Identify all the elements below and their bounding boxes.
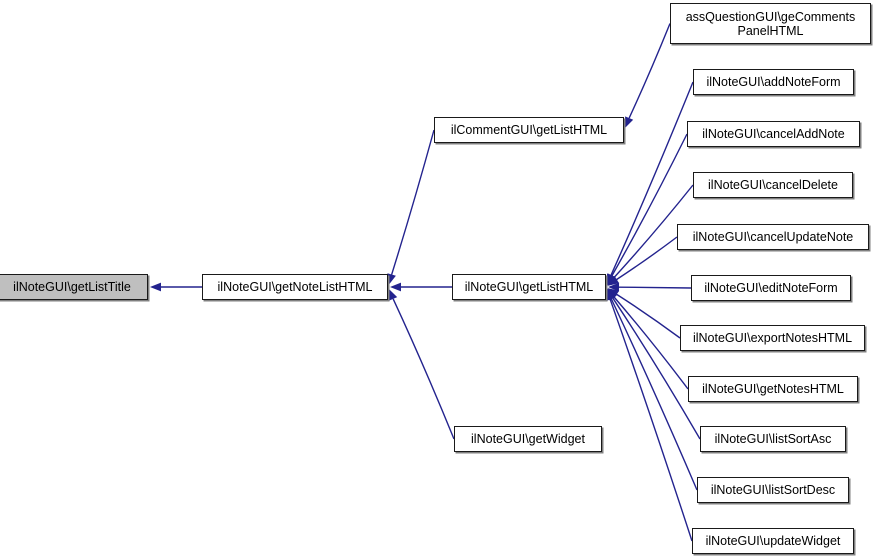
graph-edge-getNoteListHTML-to-getListTitle (150, 282, 202, 292)
graph-edge-getWidget-to-getNoteListHTML (388, 288, 455, 440)
graph-edge-geCommentsPanelHTML-to-commentGetListHTML (624, 23, 671, 129)
graph-node-getNotesHTML[interactable]: ilNoteGUI\getNotesHTML (688, 376, 858, 402)
graph-node-updateWidget[interactable]: ilNoteGUI\updateWidget (692, 528, 854, 554)
graph-node-label: ilNoteGUI\editNoteForm (704, 281, 838, 295)
graph-edge-exportNotesHTML-to-getListHTML (607, 288, 681, 339)
graph-node-label: ilNoteGUI\getNotesHTML (702, 382, 844, 396)
graph-edge-commentGetListHTML-to-getNoteListHTML (387, 129, 435, 286)
graph-node-label: ilNoteGUI\cancelDelete (708, 178, 838, 192)
graph-node-label: ilNoteGUI\listSortDesc (710, 483, 836, 497)
graph-node-cancelDelete[interactable]: ilNoteGUI\cancelDelete (693, 172, 853, 198)
graph-node-addNoteForm[interactable]: ilNoteGUI\addNoteForm (693, 69, 854, 95)
graph-edge-getListHTML-to-getNoteListHTML (390, 282, 452, 292)
graph-node-label: ilNoteGUI\getNoteListHTML (217, 280, 373, 294)
graph-node-cancelUpdateNote[interactable]: ilNoteGUI\cancelUpdateNote (677, 224, 869, 250)
graph-node-editNoteForm[interactable]: ilNoteGUI\editNoteForm (691, 275, 851, 301)
graph-node-exportNotesHTML[interactable]: ilNoteGUI\exportNotesHTML (680, 325, 865, 351)
graph-node-label: ilNoteGUI\cancelAddNote (702, 127, 845, 141)
graph-node-listSortDesc[interactable]: ilNoteGUI\listSortDesc (697, 477, 849, 503)
graph-node-geCommentsPanelHTML[interactable]: assQuestionGUI\geComments PanelHTML (670, 3, 871, 44)
graph-edge-listSortAsc-to-getListHTML (607, 288, 701, 440)
graph-node-label: ilNoteGUI\getListTitle (13, 280, 131, 294)
graph-node-label: ilNoteGUI\updateWidget (705, 534, 841, 548)
graph-edge-addNoteForm-to-getListHTML (606, 81, 694, 286)
graph-node-label: ilNoteGUI\getWidget (471, 432, 585, 446)
graph-node-getWidget[interactable]: ilNoteGUI\getWidget (454, 426, 602, 452)
graph-node-commentGetListHTML[interactable]: ilCommentGUI\getListHTML (434, 117, 624, 143)
graph-node-label: ilNoteGUI\cancelUpdateNote (692, 230, 854, 244)
graph-edge-cancelAddNote-to-getListHTML (606, 133, 688, 286)
graph-node-label: ilNoteGUI\getListHTML (464, 280, 594, 294)
graph-edge-editNoteForm-to-getListHTML (607, 282, 692, 292)
graph-node-label: ilNoteGUI\listSortAsc (714, 432, 832, 446)
graph-node-getListTitle[interactable]: ilNoteGUI\getListTitle (0, 274, 148, 300)
graph-edge-listSortDesc-to-getListHTML (606, 288, 698, 491)
graph-node-label: assQuestionGUI\geComments PanelHTML (685, 9, 856, 38)
graph-edge-cancelUpdateNote-to-getListHTML (607, 236, 678, 286)
graph-node-getNoteListHTML[interactable]: ilNoteGUI\getNoteListHTML (202, 274, 388, 300)
graph-node-label: ilCommentGUI\getListHTML (450, 123, 608, 137)
graph-edge-getNotesHTML-to-getListHTML (607, 288, 689, 390)
graph-node-cancelAddNote[interactable]: ilNoteGUI\cancelAddNote (687, 121, 860, 147)
graph-node-getListHTML[interactable]: ilNoteGUI\getListHTML (452, 274, 606, 300)
graph-node-label: ilNoteGUI\addNoteForm (706, 75, 841, 89)
graph-node-listSortAsc[interactable]: ilNoteGUI\listSortAsc (700, 426, 846, 452)
graph-node-label: ilNoteGUI\exportNotesHTML (692, 331, 853, 345)
